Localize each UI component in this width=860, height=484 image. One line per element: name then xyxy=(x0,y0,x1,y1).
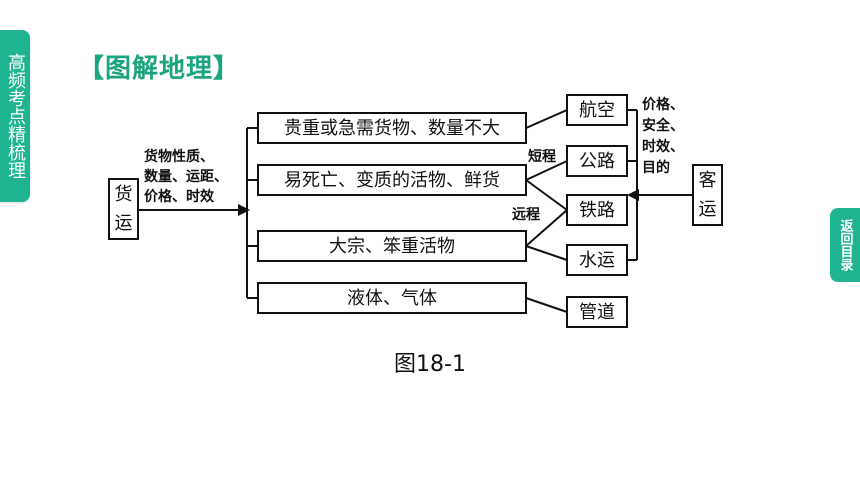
freight-factor-line-2: 数量、运距、 xyxy=(144,168,228,185)
passenger-factor-line-1: 价格、 xyxy=(642,96,684,113)
passenger-factor-line-2: 安全、 xyxy=(642,117,684,134)
category-label-2: 易死亡、变质的活物、鲜货 xyxy=(284,170,500,191)
section-title: 【图解地理】 xyxy=(78,54,241,84)
side-tab-high-frequency[interactable]: 高频考点精梳理 xyxy=(0,30,30,202)
mode-label-water: 水运 xyxy=(579,250,615,271)
freight-char-2: 运 xyxy=(115,213,133,234)
passenger-box xyxy=(692,164,723,226)
freight-char-1: 货 xyxy=(115,184,133,205)
category-label-1: 贵重或急需货物、数量不大 xyxy=(284,118,500,139)
mode-label-air: 航空 xyxy=(579,100,615,121)
passenger-factor-line-3: 时效、 xyxy=(642,138,684,155)
category-label-3: 大宗、笨重活物 xyxy=(329,236,455,257)
mode-label-road: 公路 xyxy=(579,151,615,172)
short-distance-label: 短程 xyxy=(528,148,556,165)
category-label-4: 液体、气体 xyxy=(347,288,437,309)
figure-caption: 图18-1 xyxy=(394,352,466,377)
passenger-char-2: 运 xyxy=(699,199,717,220)
passenger-char-1: 客 xyxy=(699,170,717,191)
passenger-factor-line-4: 目的 xyxy=(642,159,670,176)
mode-label-rail: 铁路 xyxy=(579,200,615,221)
mode-label-pipeline: 管道 xyxy=(579,302,615,323)
freight-factor-line-3: 价格、时效 xyxy=(144,188,215,205)
freight-factor-line-1: 货物性质、 xyxy=(143,148,214,165)
return-to-contents-button[interactable]: 返回目录 xyxy=(830,208,860,282)
long-distance-label: 远程 xyxy=(512,207,540,223)
